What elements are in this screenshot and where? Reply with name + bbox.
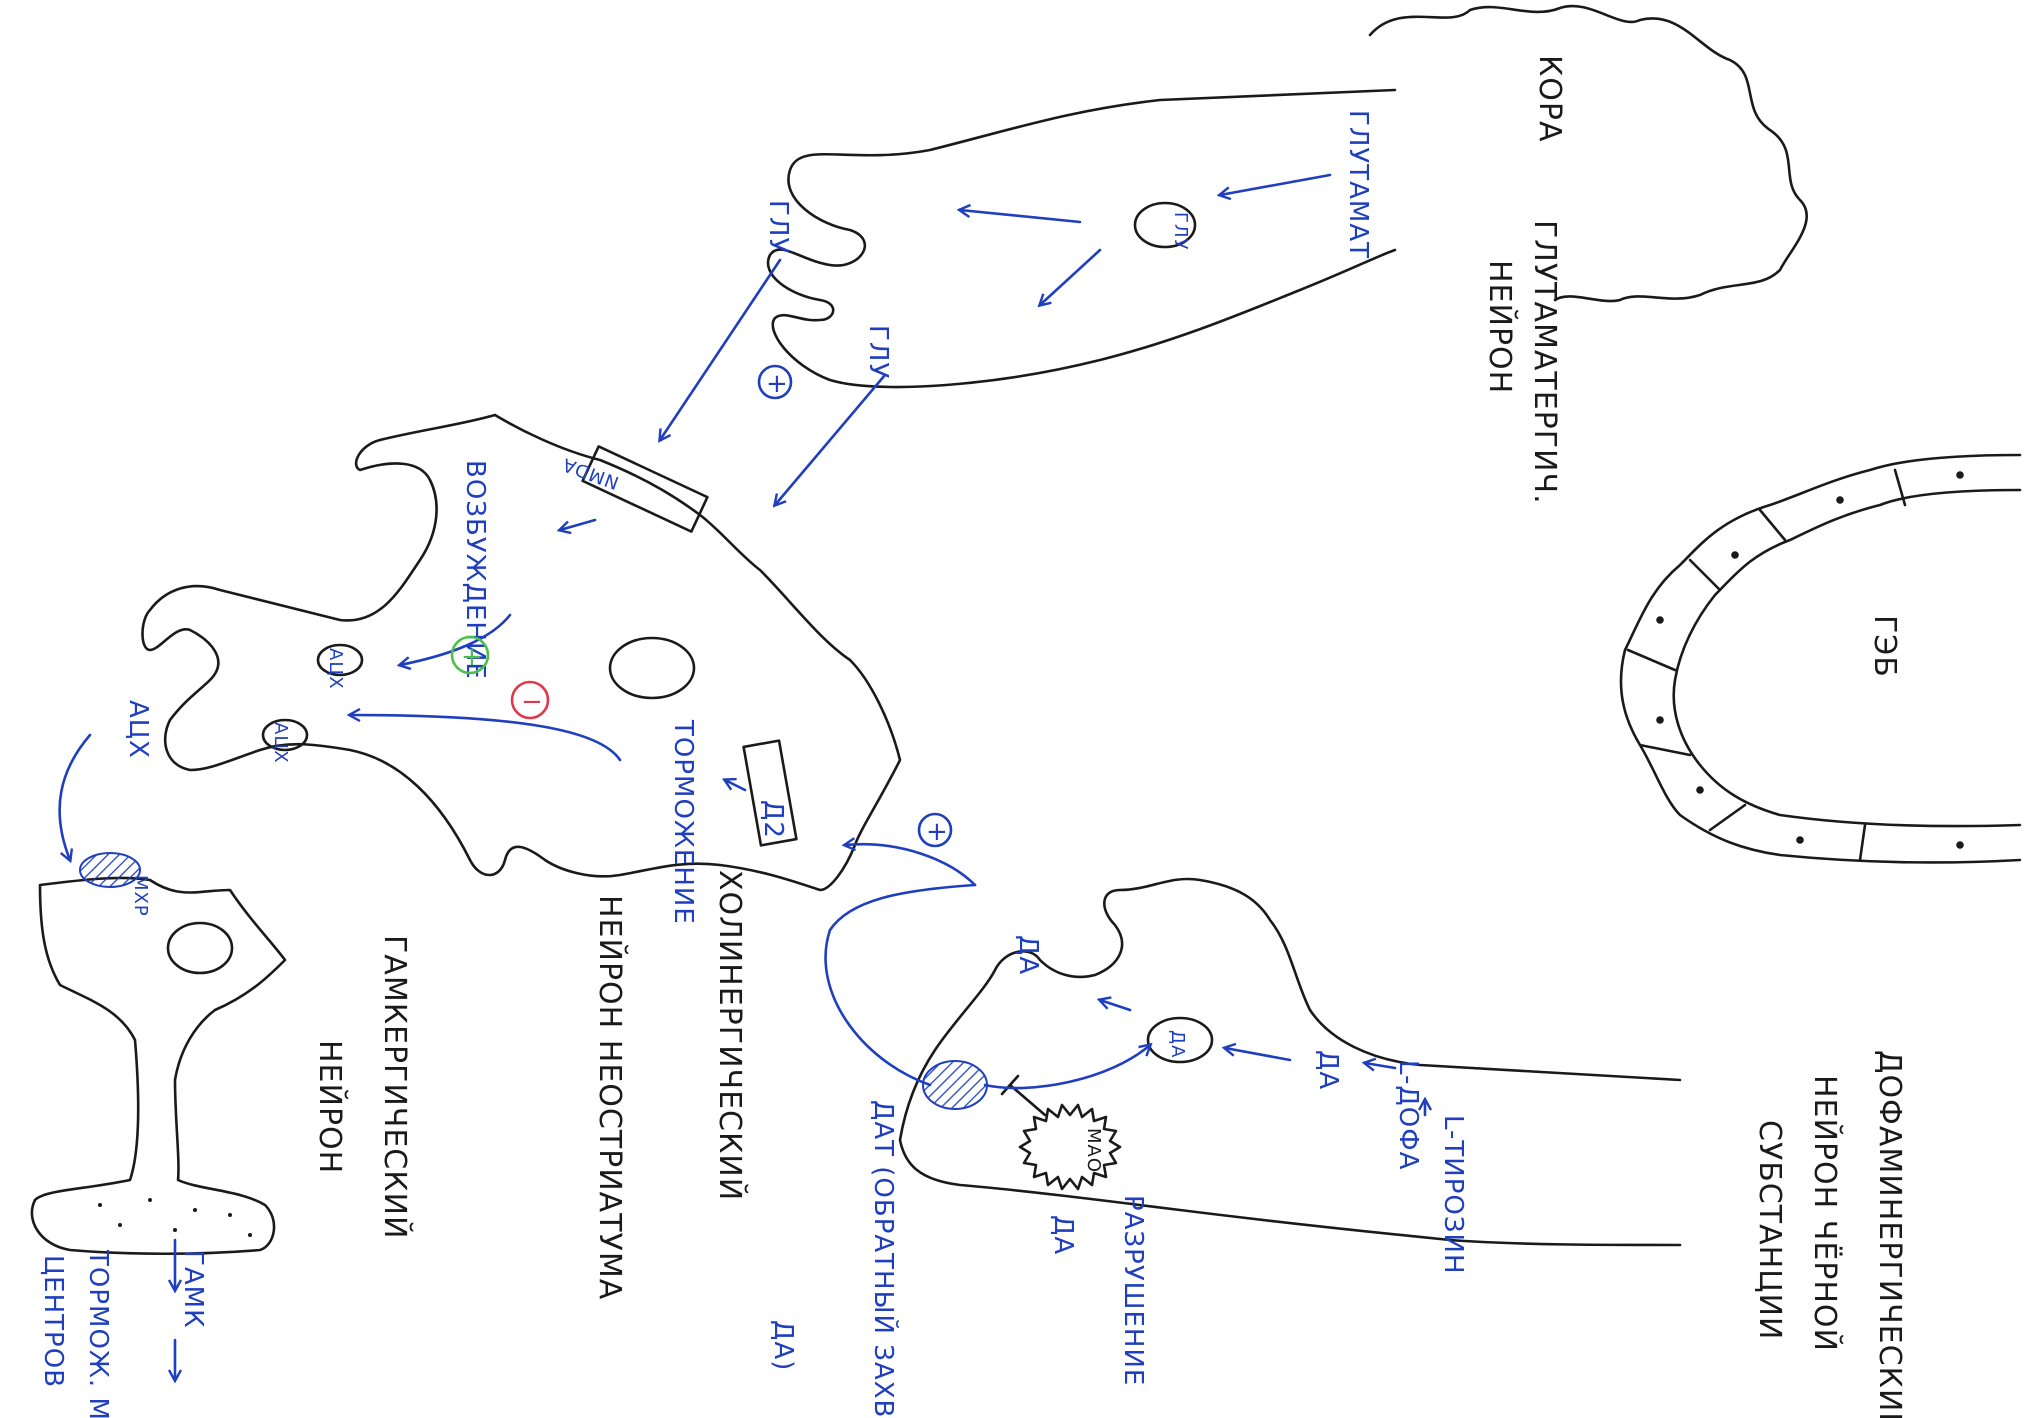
- glutamatergic-caption-1: ГЛУТАМАТЕРГИЧ.: [1527, 220, 1562, 505]
- dat-loop: [826, 885, 975, 1085]
- gaba-nucleus: [168, 923, 232, 973]
- da-release-label: ДА: [1013, 935, 1043, 975]
- dat-label: ДАТ (ОБРАТНЫЙ ЗАХВАТ: [868, 1100, 900, 1418]
- da-synth-label: ДА: [1313, 1050, 1343, 1090]
- ach-vesicle-1-label: АЦХ: [325, 648, 346, 690]
- glutamatergic-neuron: [768, 90, 1395, 387]
- gaba-label: ГАМК: [178, 1250, 208, 1329]
- glutamatergic-caption-2: НЕЙРОН: [1482, 260, 1518, 394]
- d2-label: Д2: [758, 800, 788, 839]
- mchr-label: МХР: [130, 875, 151, 917]
- glutamate-arrow: [1220, 175, 1330, 195]
- ach-output-label: АЦХ: [123, 700, 153, 759]
- cholinergic-caption-2: НЕЙРОН НЕОСТРИАТУМА: [592, 895, 628, 1300]
- destruction-label-1: РАЗРУШЕНИЕ: [1118, 1195, 1148, 1386]
- vesicle-release-arrow: [1100, 1000, 1130, 1010]
- d2-arrow: [725, 780, 745, 790]
- da-to-d2-arrow: [845, 844, 975, 885]
- gabaergic-neuron: [32, 853, 285, 1254]
- minus-sign-red-text: −: [521, 687, 544, 717]
- nmda-label: NMDA: [559, 453, 621, 493]
- dat-reuptake-arrow: [985, 1045, 1150, 1088]
- plus-sign-glu-text: +: [766, 369, 789, 399]
- ach-to-mchr-arrow: [60, 735, 90, 860]
- ldopa-to-da-arrow: [1365, 1063, 1395, 1068]
- glu-vesicle-label: ГЛУ: [1170, 212, 1191, 250]
- cholinergic-nucleus: [610, 638, 694, 698]
- ltyrosine-label: L-ТИРОЗИН: [1438, 1115, 1468, 1275]
- glu-label-2: ГЛУ: [863, 325, 893, 379]
- mao-enzyme: [1020, 1105, 1120, 1189]
- glutamate-label: ГЛУТАМАТ: [1343, 110, 1373, 259]
- mao-label: МАО: [1083, 1128, 1104, 1173]
- cortex-cloud: [1370, 6, 1807, 301]
- cholinergic-caption-1: ХОЛИНЕРГИЧЕСКИЙ: [712, 870, 748, 1201]
- da-vesicle-label: ДА: [1167, 1030, 1188, 1058]
- glu-to-terminal-arrow-1: [960, 210, 1080, 222]
- glu-label-1: ГЛУ: [763, 200, 793, 254]
- glu-excite-arrow-2: [775, 375, 885, 505]
- ach-vesicle-2-label: АЦХ: [270, 722, 291, 764]
- inhibit-centers-label-2: ЦЕНТРОВ: [38, 1255, 68, 1388]
- gaba-neuron-caption-2: НЕЙРОН: [312, 1040, 348, 1174]
- dopaminergic-caption-3: СУБСТАНЦИИ: [1752, 1120, 1787, 1340]
- dopaminergic-caption-2: НЕЙРОН ЧЁРНОЙ: [1807, 1075, 1843, 1352]
- ldopa-label: L-ДОФА: [1393, 1060, 1423, 1170]
- inhibition-label: ТОРМОЖЕНИЕ: [668, 719, 698, 925]
- destruction-label-2: ДА: [1048, 1215, 1078, 1255]
- inhibit-centers-label-1: ТОРМОЖ. МОТ.: [83, 1249, 113, 1418]
- plus-sign-da-text: +: [926, 817, 949, 847]
- plus-sign-green-text: +: [461, 642, 484, 672]
- excitation-arrow: [400, 615, 510, 665]
- glu-to-terminal-arrow-2: [1040, 250, 1100, 305]
- inhibition-arrow: [350, 715, 620, 760]
- dopaminergic-neuron: [900, 879, 1680, 1245]
- da-to-vesicle-arrow: [1225, 1048, 1290, 1060]
- nmda-to-excitation-arrow: [560, 520, 595, 530]
- gaba-neuron-caption-1: ГАМКЕРГИЧЕСКИЙ: [377, 935, 413, 1239]
- cortex-label: КОРА: [1532, 55, 1567, 143]
- bbb-label: ГЭБ: [1867, 615, 1902, 678]
- dopaminergic-caption-1: ДОФАМИНЕРГИЧЕСКИЙ: [1872, 1050, 1908, 1418]
- dat-transporter: [923, 1061, 987, 1109]
- blood-brain-barrier: [1621, 455, 2020, 862]
- dat-da-label: ДА): [768, 1320, 798, 1371]
- glu-excite-arrow-1: [660, 260, 780, 440]
